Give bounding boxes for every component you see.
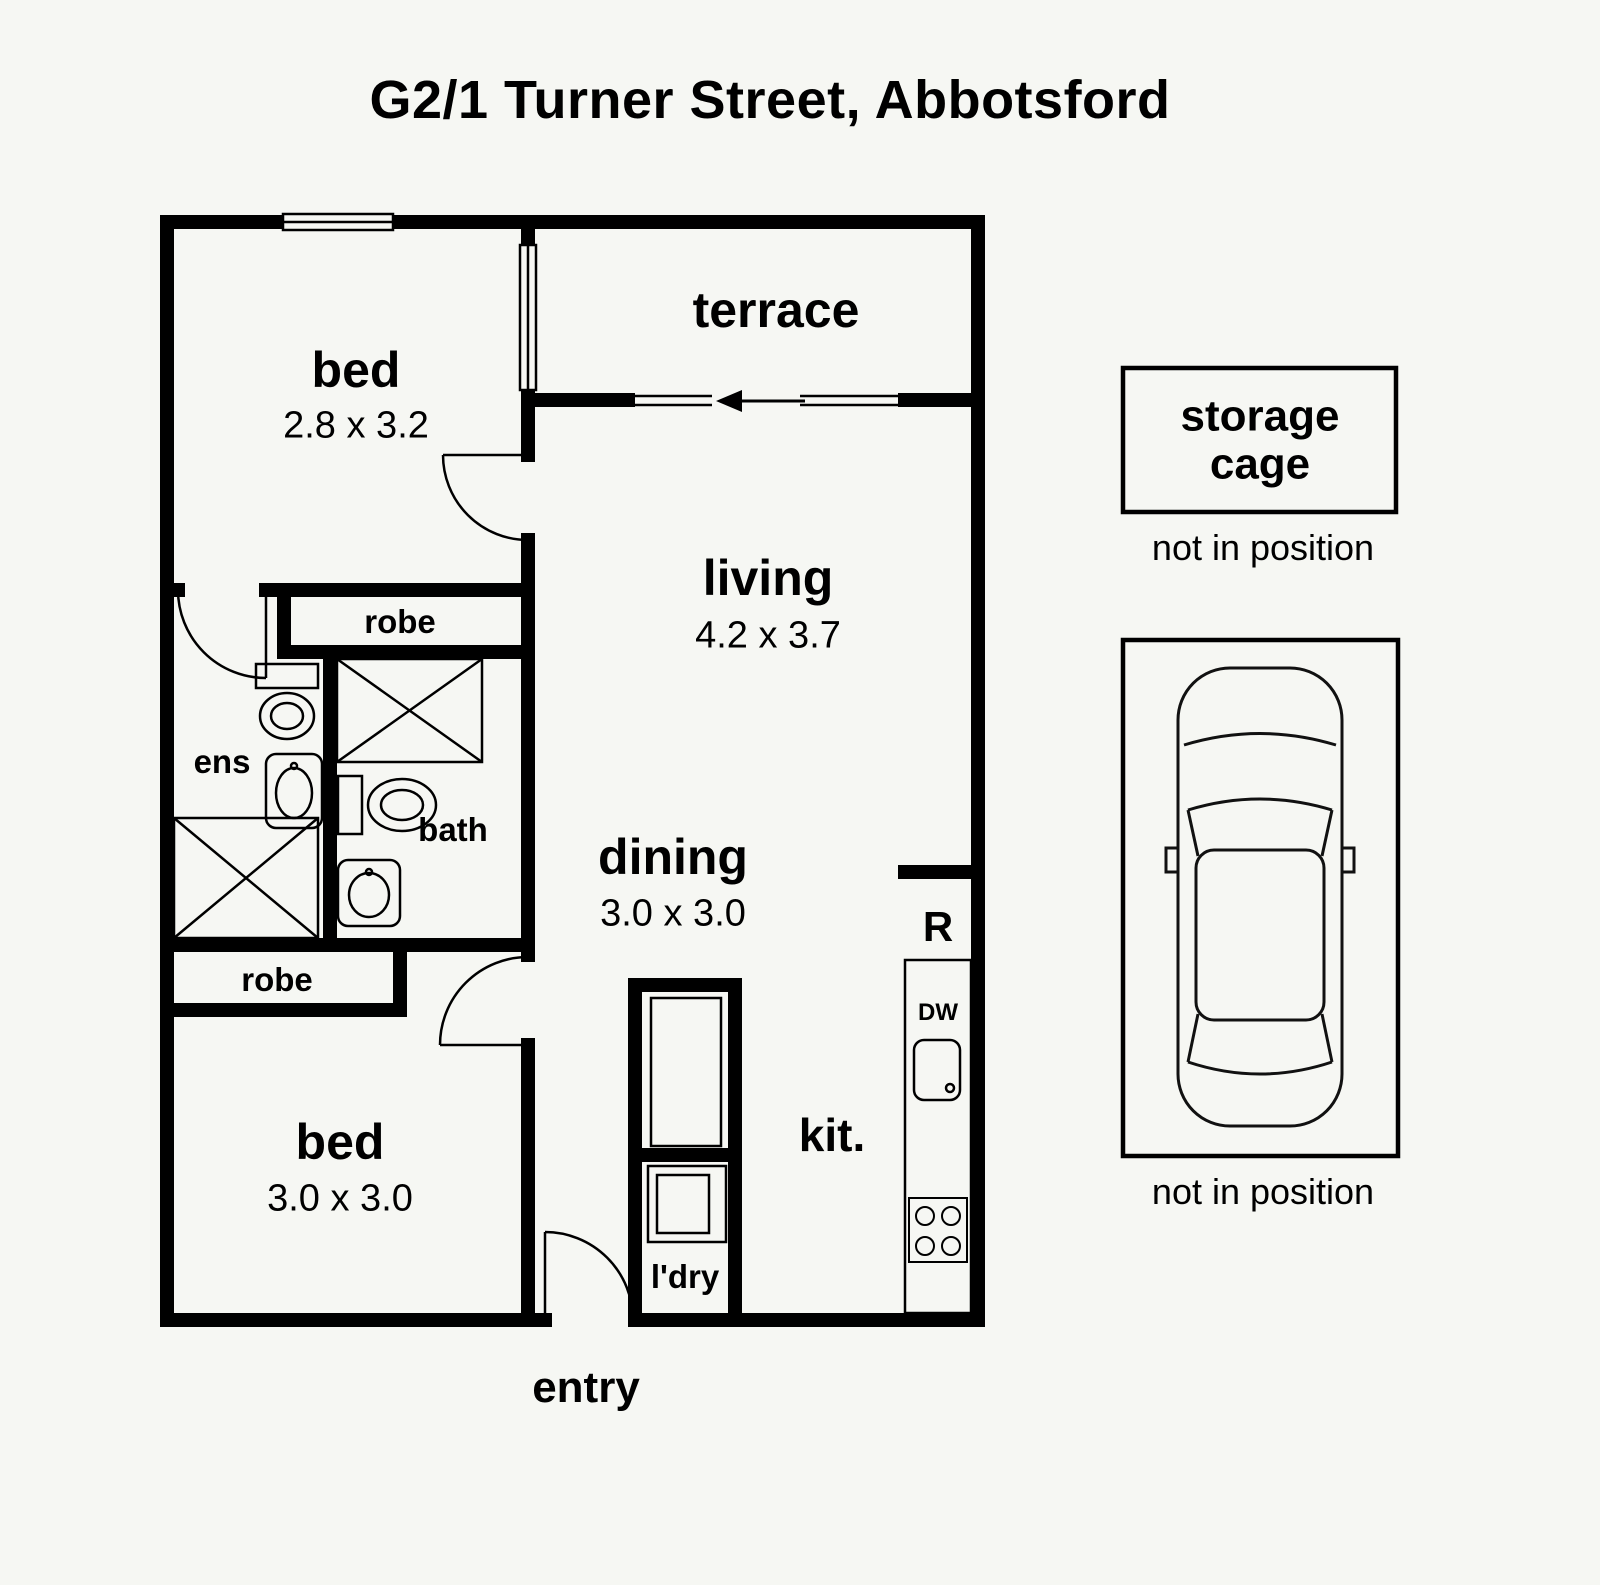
- storage-cage-box: [1120, 365, 1399, 515]
- sliding-door-icon: [628, 394, 905, 407]
- room-label-bath: bath: [418, 811, 488, 848]
- car-space-note: not in position: [1151, 1171, 1375, 1212]
- shower-icon: [335, 657, 484, 764]
- room-dims-bed-2: 3.0 x 3.0: [267, 1177, 413, 1220]
- washing-machine-icon: [646, 1164, 728, 1244]
- car-space-box: [1120, 637, 1401, 1159]
- car-icon: [1164, 666, 1356, 1128]
- room-dims-dining: 3.0 x 3.0: [600, 892, 746, 935]
- room-label-ens: ens: [193, 743, 251, 780]
- storage-cage-label: storage cage: [1181, 392, 1340, 487]
- entry-direction-arrow-icon: [716, 390, 805, 412]
- storage-cage-line2: cage: [1209, 439, 1311, 488]
- window-icon: [518, 243, 538, 392]
- page-title: G2/1 Turner Street, Abbotsford: [369, 70, 1171, 130]
- shower-icon: [172, 816, 320, 940]
- toilet-icon: [254, 662, 320, 741]
- fridge-label: R: [922, 903, 954, 950]
- room-label-laundry: l'dry: [650, 1258, 720, 1295]
- room-label-terrace: terrace: [692, 282, 860, 338]
- room-label-entry: entry: [532, 1363, 640, 1412]
- room-label-robe-1: robe: [364, 603, 436, 640]
- room-label-bed-2: bed: [295, 1114, 385, 1170]
- stove-icon: [908, 1197, 968, 1263]
- room-label-robe-2: robe: [241, 961, 313, 998]
- window-icon: [281, 212, 395, 232]
- storage-cage-note: not in position: [1151, 527, 1375, 568]
- room-label-bed-1: bed: [311, 342, 401, 398]
- sink-icon: [912, 1038, 962, 1102]
- storage-cage-line1: storage: [1180, 391, 1340, 441]
- toilet-icon: [336, 774, 438, 836]
- kitchen-counter: [903, 958, 973, 1315]
- room-label-living: living: [702, 550, 834, 606]
- room-dims-bed-1: 2.8 x 3.2: [283, 404, 429, 447]
- dishwasher-label: DW: [918, 999, 958, 1026]
- basin-icon: [336, 858, 402, 928]
- laundry-bench: [649, 996, 723, 1148]
- room-label-kitchen: kit.: [798, 1109, 866, 1161]
- room-label-dining: dining: [598, 829, 748, 885]
- room-dims-living: 4.2 x 3.7: [695, 614, 841, 657]
